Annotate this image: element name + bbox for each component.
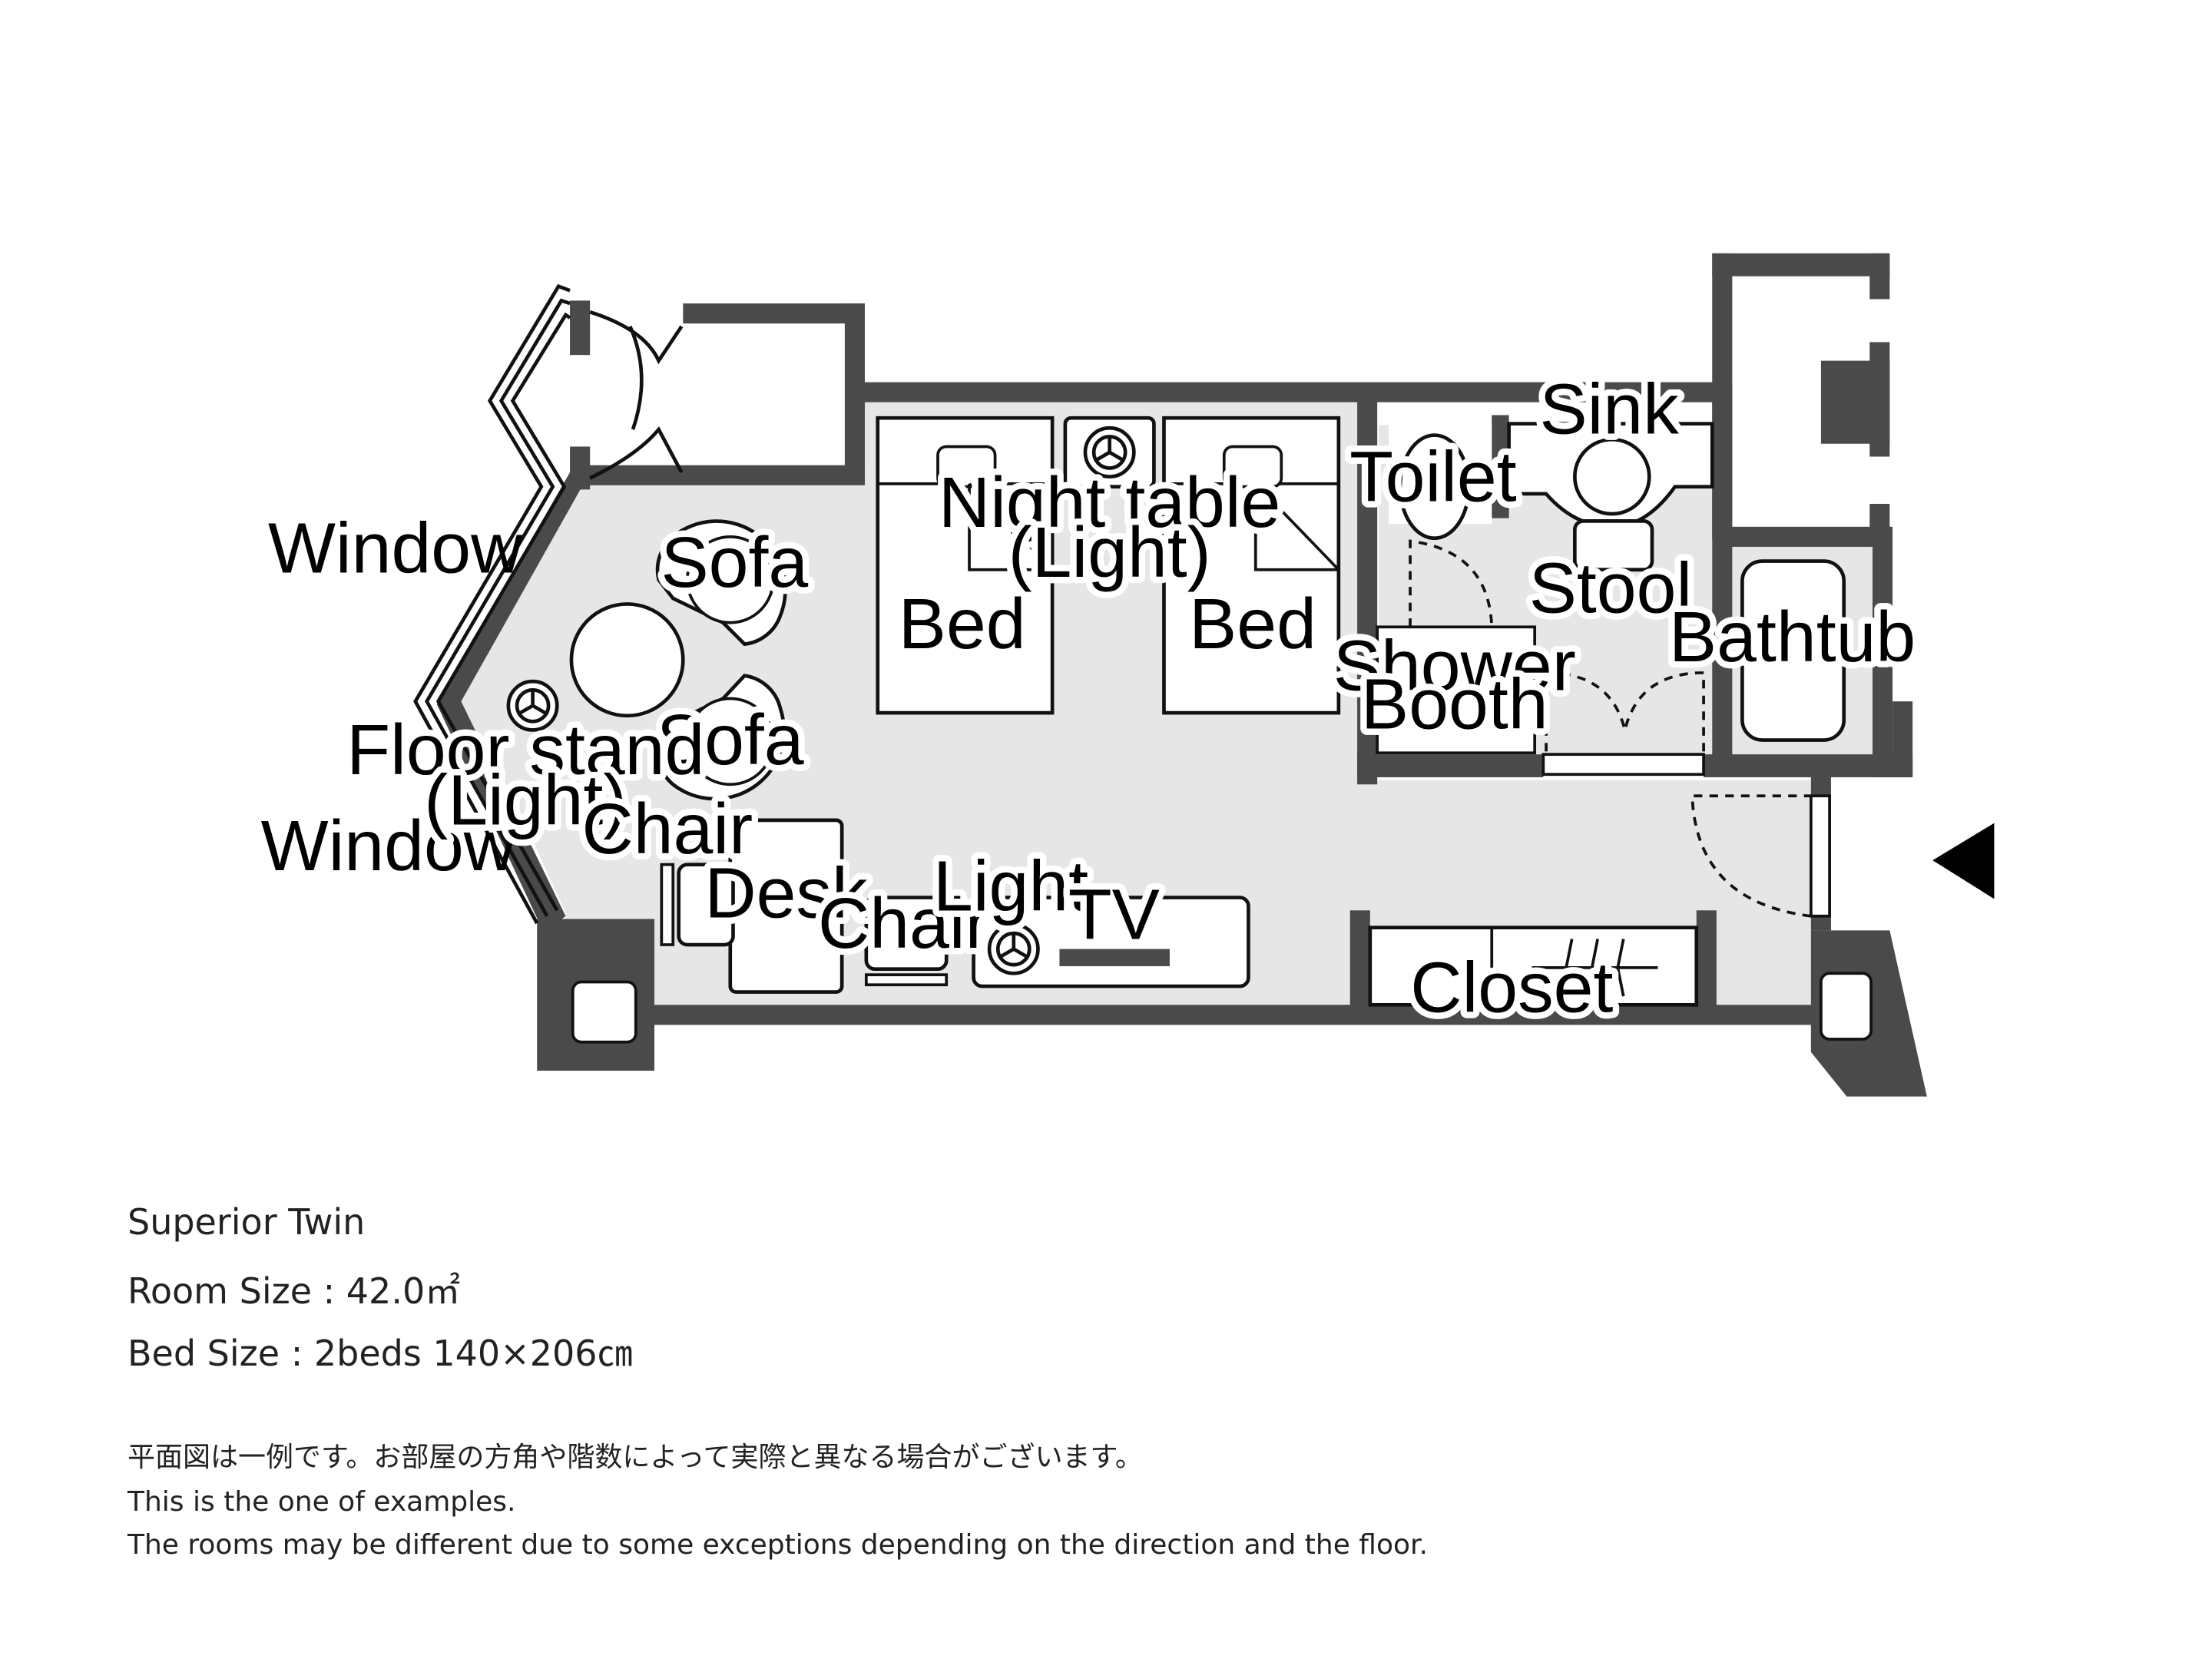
entrance-arrow-icon — [1932, 823, 1995, 899]
label-closet: Closet — [1410, 948, 1613, 1028]
label-toilet: Toilet — [1349, 436, 1517, 516]
label-sofa-lower: Sofa — [657, 700, 804, 780]
label-chair-tv: Chair — [818, 883, 989, 963]
label-bed-left: Bed — [899, 584, 1026, 664]
label-light: Light — [933, 846, 1088, 926]
bed-right — [1162, 416, 1341, 715]
chair-tv — [864, 896, 949, 987]
label-shower-2: Booth — [1361, 664, 1548, 744]
note-japanese: 平面図は一例です。お部屋の方角や階数によって実際と異なる場合がございます。 — [127, 1442, 1143, 1473]
room-size: Room Size : 42.0㎡ — [127, 1270, 461, 1312]
label-window-upper: Window — [268, 508, 523, 588]
label-night-table-1: Night table — [939, 462, 1280, 542]
stool — [1573, 519, 1654, 572]
light-icon — [989, 925, 1038, 973]
label-desk: Desk — [704, 853, 868, 933]
label-sofa-upper: Sofa — [661, 522, 809, 602]
window-glazing — [413, 283, 571, 925]
label-bed-right: Bed — [1189, 584, 1316, 664]
bed-left — [876, 416, 1055, 715]
toilet — [1389, 423, 1492, 541]
label-window-lower: Window — [261, 806, 516, 886]
curtain — [589, 310, 684, 480]
label-sink: Sink — [1539, 369, 1679, 449]
note-english-2: The rooms may be different due to some e… — [127, 1529, 1428, 1561]
bed-size: Bed Size : 2beds 140×206㎝ — [127, 1333, 633, 1374]
label-bathtub: Bathtub — [1669, 597, 1916, 677]
door-swings — [1409, 539, 1812, 918]
label-night-table-2: (Light) — [1008, 512, 1211, 592]
label-tv: TV — [1068, 875, 1160, 955]
label-chair-desk: Chair — [581, 789, 753, 869]
round-table — [569, 602, 685, 718]
sofa-lower — [655, 674, 786, 801]
bathroom-door — [1541, 753, 1705, 777]
shower-booth — [1376, 625, 1537, 755]
label-floor-stand-1: Floor stand — [346, 710, 704, 790]
label-floor-stand-2: (Light) — [424, 760, 627, 839]
room-name: Superior Twin — [127, 1201, 366, 1243]
tv — [1059, 949, 1170, 966]
entrance-door — [1809, 794, 1831, 918]
bathtub — [1740, 559, 1846, 742]
label-shower-1: Shower — [1333, 625, 1576, 705]
sofa-upper — [655, 519, 787, 647]
sink — [1507, 422, 1714, 529]
label-stool: Stool — [1529, 548, 1692, 628]
closet — [1368, 926, 1699, 1007]
note-english-1: This is the one of examples. — [127, 1486, 516, 1518]
chair-desk — [660, 863, 735, 947]
tv-stand — [972, 896, 1250, 988]
